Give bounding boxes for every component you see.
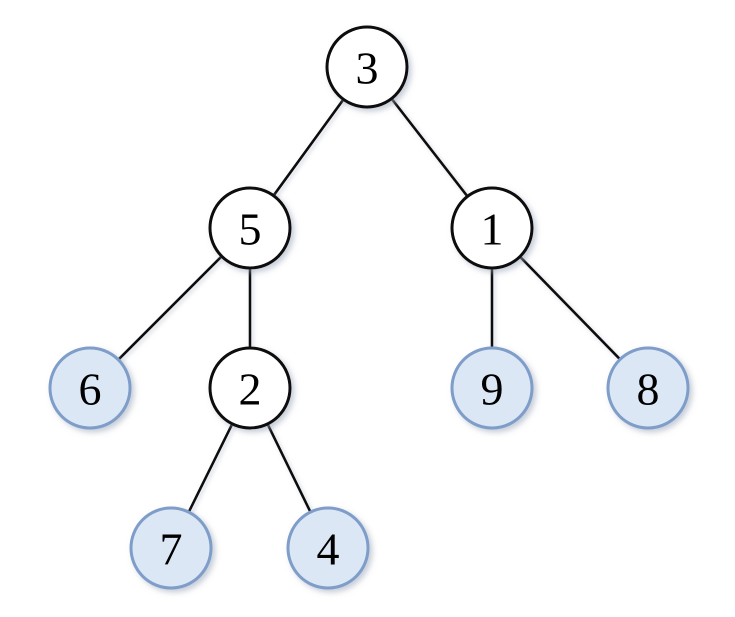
node-circle-3[interactable]	[325, 25, 409, 109]
node-label-1: 1	[481, 204, 504, 255]
node-label-3: 3	[356, 43, 379, 94]
tree-edge-1-8	[517, 254, 623, 362]
tree-edge-3-1	[389, 96, 470, 199]
tree-node-3[interactable]: 3	[325, 25, 409, 109]
tree-node-5[interactable]: 5	[208, 186, 292, 270]
node-circle-1[interactable]	[450, 186, 534, 270]
node-circle-2[interactable]	[208, 346, 292, 430]
tree-node-6[interactable]: 6	[48, 346, 132, 430]
node-label-7: 7	[160, 524, 183, 575]
edges-layer	[116, 96, 623, 515]
tree-node-7[interactable]: 7	[129, 506, 213, 590]
tree-node-2[interactable]: 2	[208, 346, 292, 430]
tree-node-1[interactable]: 1	[450, 186, 534, 270]
tree-node-4[interactable]: 4	[286, 506, 370, 590]
nodes-layer: 3 5 1 6 2 9 8 7 4	[48, 25, 690, 590]
tree-edge-5-6	[116, 254, 224, 362]
node-label-6: 6	[79, 364, 102, 415]
node-label-2: 2	[239, 364, 262, 415]
node-label-9: 9	[481, 364, 504, 415]
node-circle-7[interactable]	[129, 506, 213, 590]
tree-edge-2-7	[186, 421, 235, 515]
node-circle-4[interactable]	[286, 506, 370, 590]
node-label-8: 8	[637, 364, 660, 415]
node-circle-8[interactable]	[606, 346, 690, 430]
node-circle-9[interactable]	[450, 346, 534, 430]
node-circle-5[interactable]	[208, 186, 292, 270]
node-label-4: 4	[317, 524, 340, 575]
tree-edge-3-5	[271, 97, 346, 198]
tree-node-8[interactable]: 8	[606, 346, 690, 430]
tree-node-9[interactable]: 9	[450, 346, 534, 430]
node-circle-6[interactable]	[48, 346, 132, 430]
tree-edge-2-4	[265, 421, 313, 515]
node-label-5: 5	[239, 204, 262, 255]
